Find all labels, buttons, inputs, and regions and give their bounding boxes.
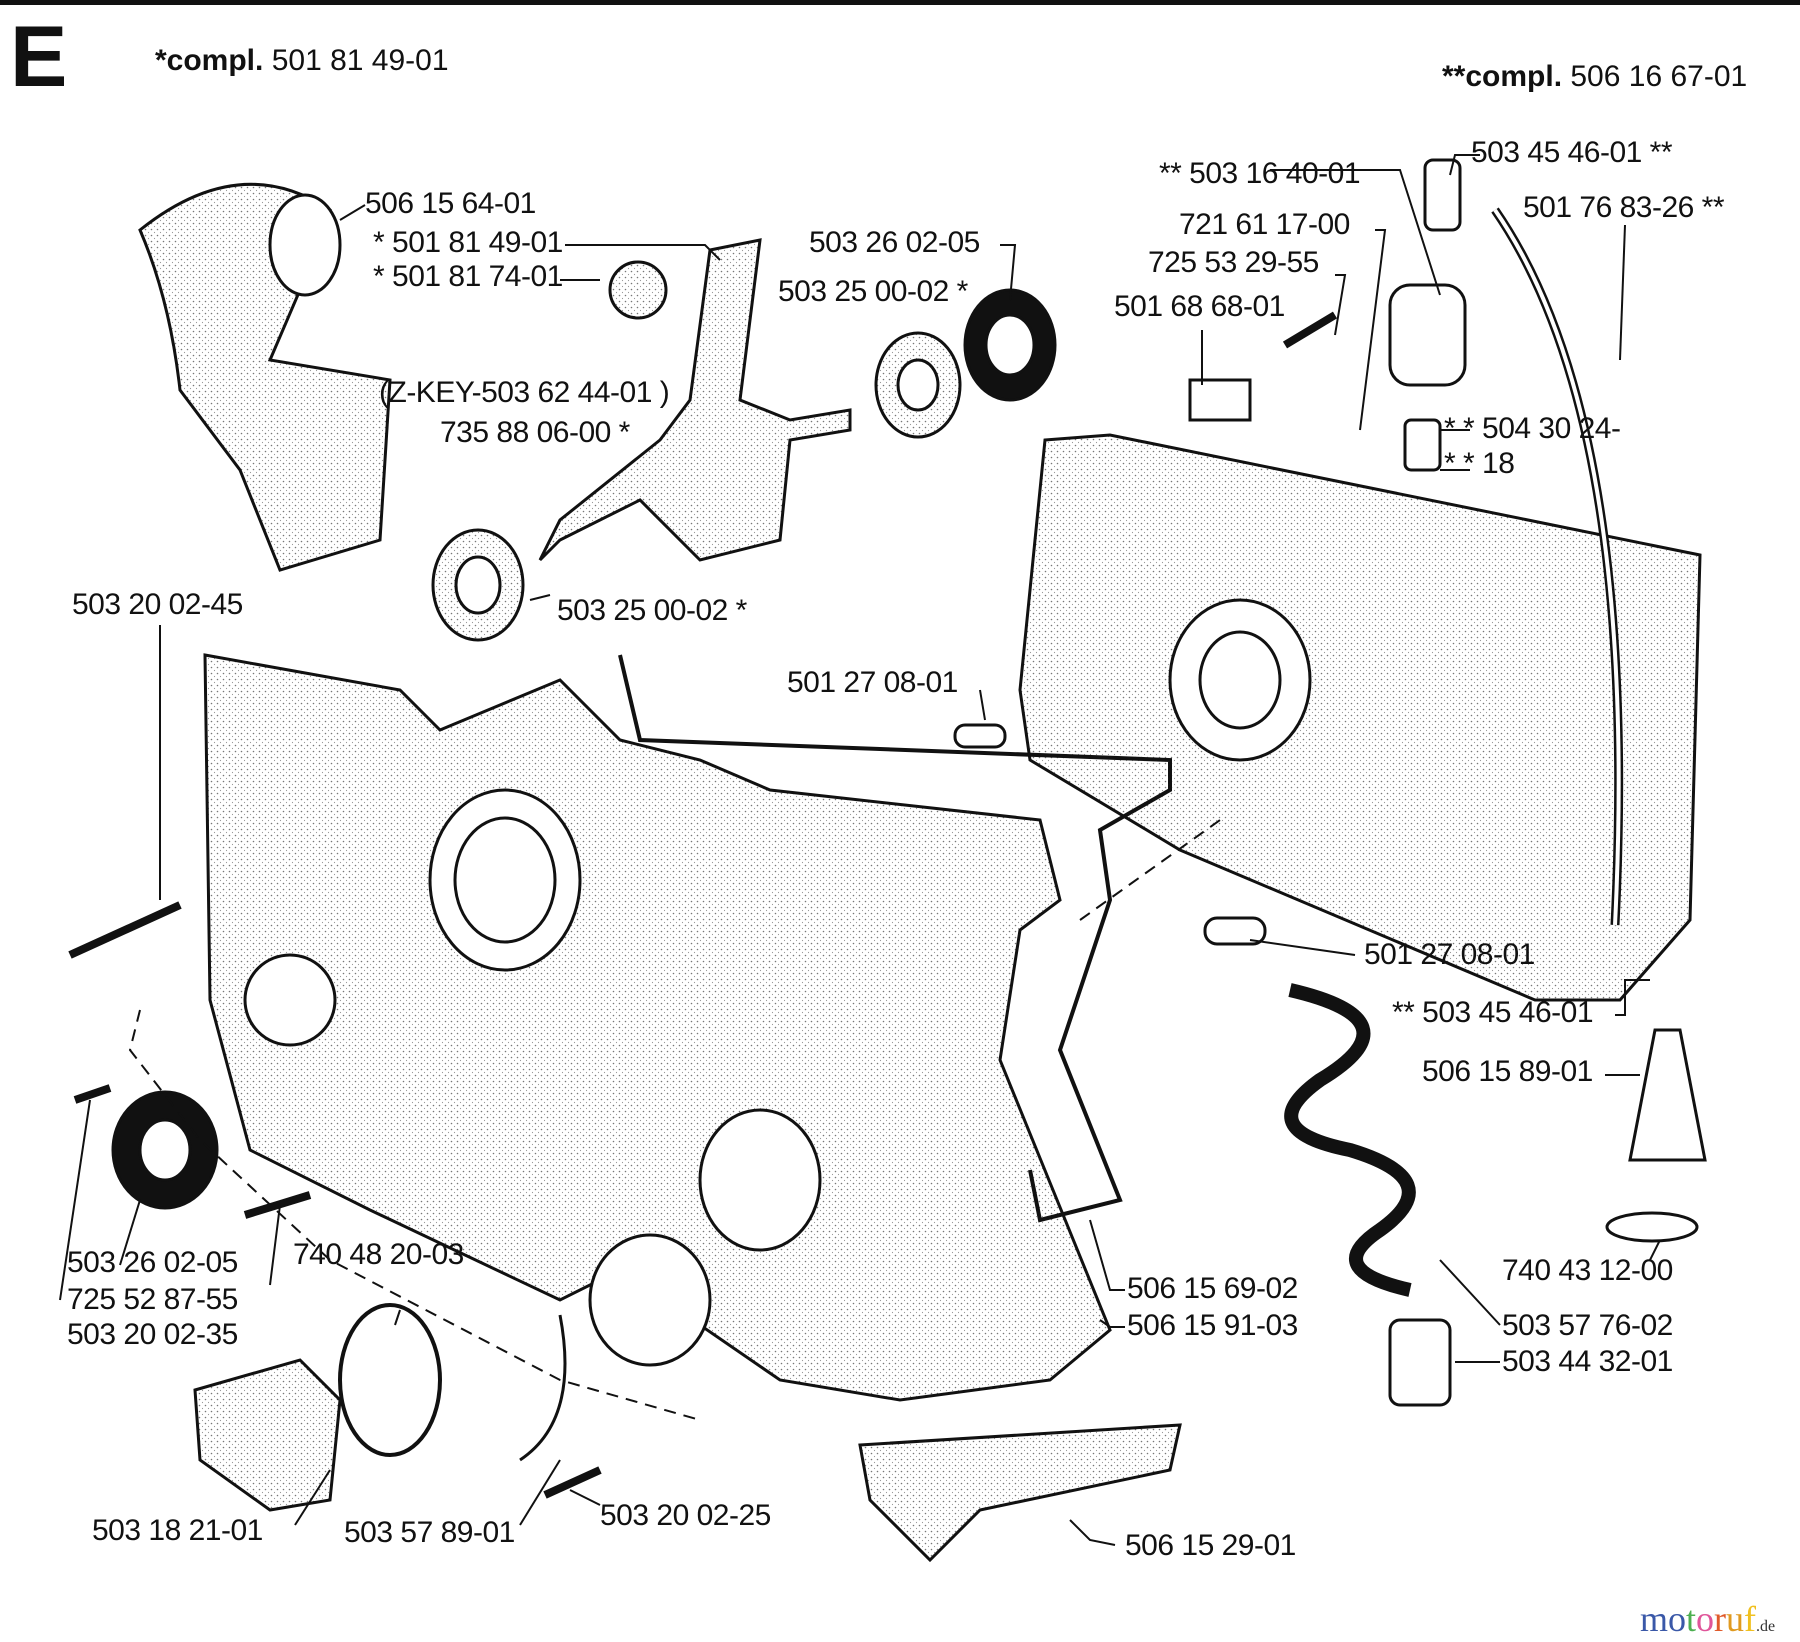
part-label: 506 15 64-01: [365, 187, 536, 220]
o-ring: [338, 1303, 442, 1457]
crankcase-right-half: [1018, 433, 1702, 1002]
compl-number: 506 16 67-01: [1570, 60, 1748, 93]
oil-cap: [193, 1358, 342, 1512]
top-rule: [0, 0, 1800, 5]
part-label: 740 43 12-00: [1502, 1254, 1673, 1287]
part-label: (Z-KEY-503 62 44-01 ): [379, 376, 670, 409]
part-label: 503 45 46-01 **: [1471, 136, 1673, 169]
needle-bearing: [608, 260, 668, 320]
part-label: 503 44 32-01: [1502, 1345, 1673, 1378]
crankshaft: [538, 238, 852, 562]
watermark-letter: o: [1668, 1599, 1687, 1639]
intake-elbow: [138, 182, 392, 572]
part-label: 721 61 17-00: [1179, 208, 1350, 241]
part-label: 503 57 76-02: [1502, 1309, 1673, 1342]
part-label: 503 26 02-05: [67, 1246, 238, 1279]
part-label: 503 20 02-35: [67, 1318, 238, 1351]
watermark-letter: o: [1696, 1599, 1715, 1639]
complete-assembly-left: *compl. 501 81 49-01: [155, 44, 449, 78]
compl-prefix: **compl.: [1442, 60, 1563, 93]
part-label: 501 27 08-01: [1364, 938, 1535, 971]
screw-long: [68, 901, 182, 959]
watermark-logo: motoruf.de: [1640, 1598, 1775, 1640]
part-label: 503 18 21-01: [92, 1514, 263, 1547]
part-label: 503 25 00-02 *: [778, 275, 968, 308]
part-label: 501 76 83-26 **: [1523, 191, 1725, 224]
part-label: 725 53 29-55: [1148, 246, 1319, 279]
part-label: 506 15 89-01: [1422, 1055, 1593, 1088]
part-label: 506 15 29-01: [1125, 1529, 1296, 1562]
part-label: * * 504 30 24-: [1444, 412, 1621, 445]
gasket: [618, 654, 1172, 1223]
oil-filter: [1388, 1318, 1452, 1407]
part-label: * * 18: [1444, 447, 1515, 480]
watermark-text: motoruf: [1640, 1599, 1756, 1639]
cap-strap: [519, 1314, 567, 1462]
pump-body: [1388, 283, 1467, 387]
part-label: 501 68 68-01: [1114, 290, 1285, 323]
part-label: ** 503 16 40-01: [1159, 157, 1361, 190]
part-label: 503 25 00-02 *: [557, 594, 747, 627]
part-label: * 501 81 49-01: [373, 226, 563, 259]
part-label: * 501 81 74-01: [373, 260, 563, 293]
watermark-suffix: .de: [1756, 1618, 1776, 1635]
watermark-letter: f: [1744, 1599, 1757, 1639]
complete-assembly-right: **compl. 506 16 67-01: [1442, 60, 1747, 94]
part-label: 503 26 02-05: [809, 226, 980, 259]
compl-prefix: *compl.: [155, 44, 264, 77]
part-label: 725 52 87-55: [67, 1283, 238, 1316]
part-label: 501 27 08-01: [787, 666, 958, 699]
pump-sleeve: [1628, 1028, 1707, 1162]
port-opening: [698, 1108, 822, 1252]
part-label: 735 88 06-00 *: [440, 416, 630, 449]
oil-pickup-hose: [1284, 983, 1416, 1297]
watermark-letter: r: [1714, 1599, 1727, 1639]
watermark-letter: m: [1640, 1599, 1669, 1639]
crankcase-left-half: [203, 653, 1112, 1402]
part-label: 506 15 91-03: [1127, 1309, 1298, 1342]
part-label: 503 57 89-01: [344, 1516, 515, 1549]
watermark-letter: t: [1686, 1599, 1697, 1639]
part-label: 503 20 02-25: [600, 1499, 771, 1532]
section-letter: E: [10, 9, 68, 105]
part-label: 740 48 20-03: [293, 1238, 464, 1271]
part-label: ** 503 45 46-01: [1392, 996, 1594, 1029]
chain-guide-plate: [858, 1423, 1182, 1563]
part-label: 503 20 02-45: [72, 588, 243, 621]
compl-number: 501 81 49-01: [271, 44, 449, 77]
watermark-letter: u: [1726, 1599, 1745, 1639]
part-label: 506 15 69-02: [1127, 1272, 1298, 1305]
